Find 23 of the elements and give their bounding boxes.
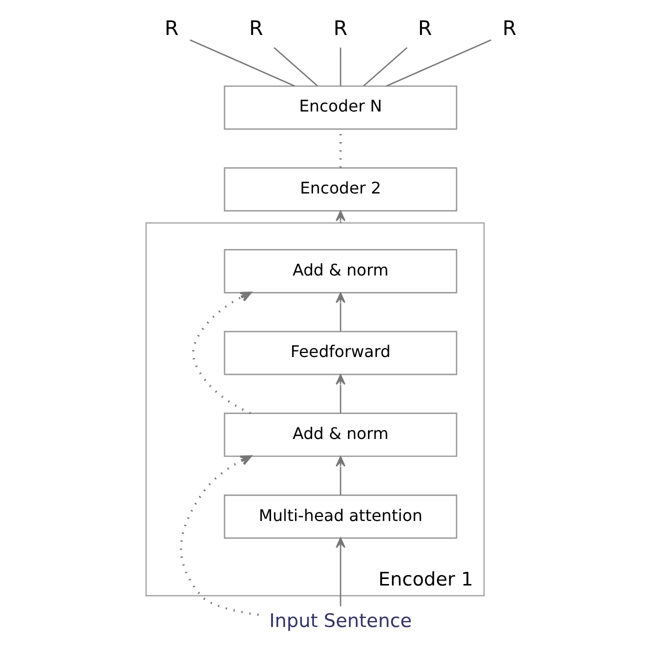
node-text: R — [248, 16, 263, 40]
arrow — [335, 456, 345, 495]
connector — [273, 47, 318, 86]
node-text: R — [418, 16, 432, 40]
node-box: Encoder 2 — [223, 167, 457, 212]
node-box: Feedforward — [223, 330, 457, 376]
connector — [362, 47, 408, 86]
node-text: R — [502, 16, 516, 40]
arrow — [335, 374, 345, 414]
arrow — [180, 455, 258, 616]
node-box: Add & norm — [223, 249, 457, 294]
node-box: Multi-head attention — [223, 494, 457, 539]
connector — [189, 39, 295, 87]
node-text: Input Sentence — [268, 610, 412, 632]
arrow — [335, 292, 345, 332]
node-box: Encoder N — [223, 85, 457, 130]
node-text: R — [164, 16, 178, 40]
node-box: Add & norm — [223, 412, 457, 457]
connector — [386, 39, 491, 87]
arrow — [192, 292, 252, 414]
connector — [339, 48, 341, 86]
node-text: R — [333, 16, 348, 40]
arrow — [335, 537, 345, 606]
